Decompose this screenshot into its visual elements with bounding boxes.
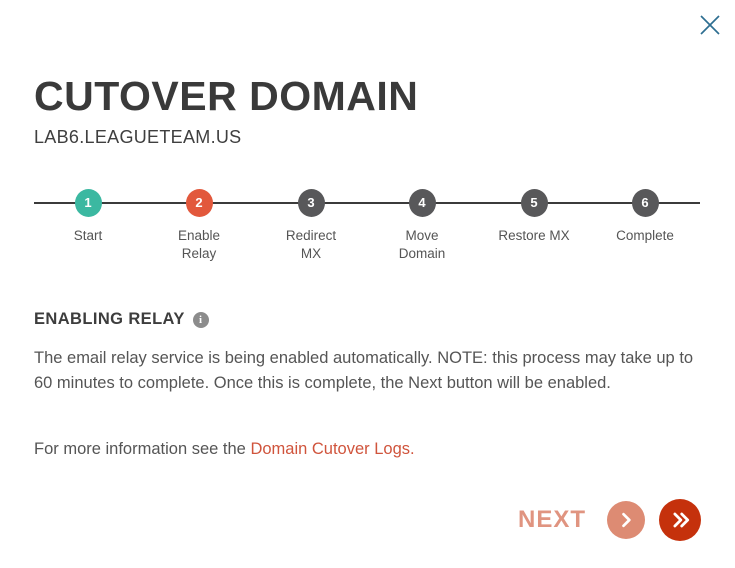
- wizard-footer: NEXT: [518, 499, 701, 541]
- chevron-right-icon: [622, 512, 631, 528]
- skip-button[interactable]: [659, 499, 701, 541]
- close-button[interactable]: [697, 12, 723, 38]
- next-label: NEXT: [517, 506, 586, 533]
- more-info-prefix: For more information see the: [34, 440, 251, 458]
- domain-name: LAB6.LEAGUETEAM.US: [34, 127, 242, 147]
- info-icon[interactable]: i: [192, 311, 209, 328]
- next-button[interactable]: [607, 501, 645, 539]
- close-icon: [700, 15, 720, 35]
- step-number-badge: 6: [631, 189, 659, 217]
- step-move-domain: 4 Move Domain: [372, 176, 472, 263]
- step-number-badge: 3: [297, 189, 325, 217]
- more-info-line: For more information see the Domain Cuto…: [34, 437, 415, 462]
- stepper-line: [34, 202, 700, 204]
- more-info-suffix: .: [410, 440, 415, 458]
- status-description: The email relay service is being enabled…: [34, 349, 694, 392]
- double-chevron-right-icon: [673, 512, 690, 528]
- step-label: Redirect MX: [285, 228, 337, 261]
- step-enable-relay: 2 Enable Relay: [149, 176, 249, 263]
- step-label: Enable Relay: [177, 228, 221, 261]
- step-label: Start: [73, 228, 103, 243]
- step-number-badge: 2: [185, 189, 213, 217]
- step-label: Restore MX: [498, 228, 570, 243]
- step-label: Move Domain: [398, 228, 446, 261]
- step-complete: 6 Complete: [595, 176, 695, 245]
- cutover-stepper: 1 Start 2 Enable Relay 3 Redirect MX 4 M…: [0, 176, 735, 268]
- domain-cutover-logs-link[interactable]: Domain Cutover Logs: [250, 440, 411, 458]
- step-number-badge: 4: [408, 189, 436, 217]
- page-title: CUTOVER DOMAIN: [34, 73, 419, 119]
- step-number-badge: 5: [520, 189, 548, 217]
- step-redirect-mx: 3 Redirect MX: [261, 176, 361, 263]
- step-restore-mx: 5 Restore MX: [484, 176, 584, 245]
- section-heading-text: ENABLING RELAY: [34, 310, 185, 328]
- step-start: 1 Start: [38, 176, 138, 245]
- step-label: Complete: [616, 228, 674, 243]
- step-number-badge: 1: [74, 189, 102, 217]
- section-heading: ENABLING RELAY i: [34, 310, 209, 329]
